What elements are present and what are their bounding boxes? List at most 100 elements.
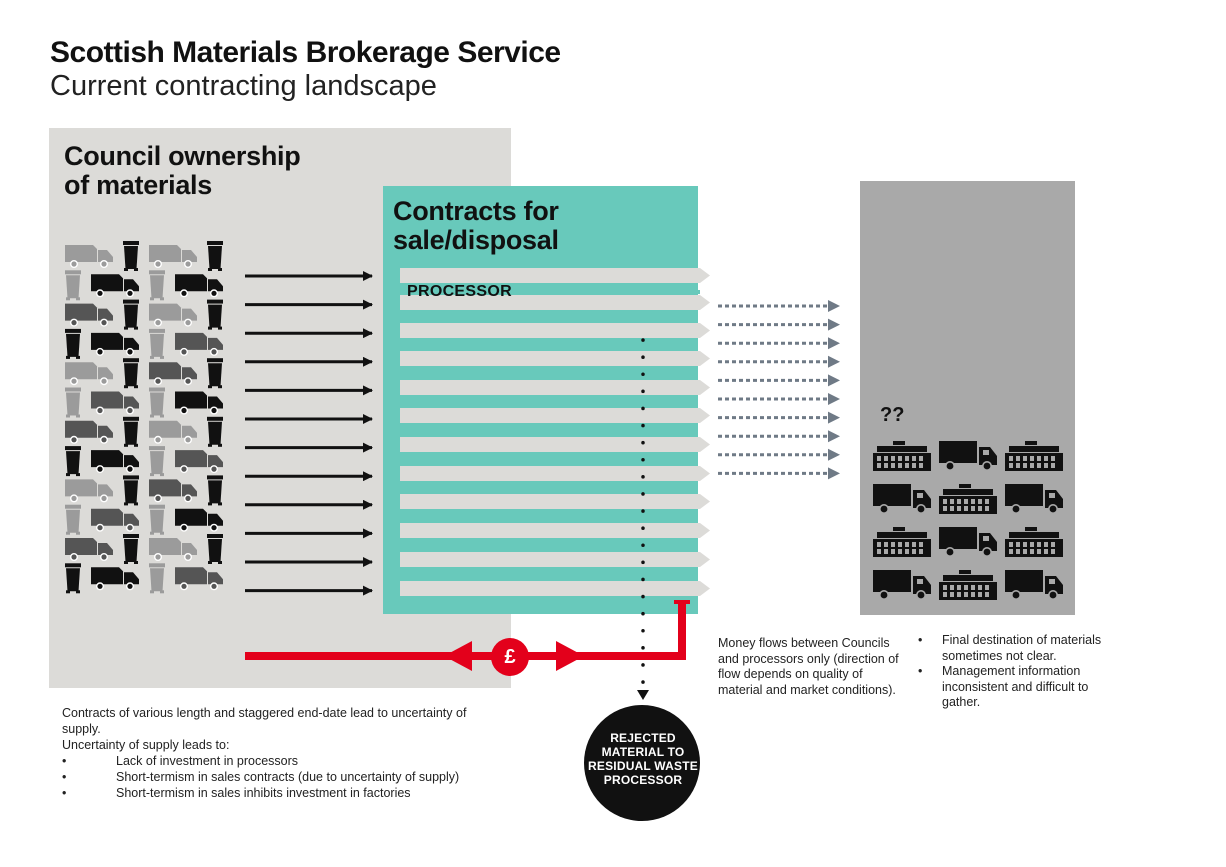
destination-note: Final destination of materials sometimes… <box>918 633 1128 664</box>
dotted-arrowhead <box>828 430 840 443</box>
wheelie-bin-icon <box>123 475 139 506</box>
wheelie-bin-icon <box>65 270 81 301</box>
rejected-label: REJECTED MATERIAL TO RESIDUAL WASTE PROC… <box>588 731 698 787</box>
council-heading: Council ownership of materials <box>64 141 301 200</box>
refuse-truck-icon <box>91 450 139 474</box>
processor-to-destination-arrows <box>718 300 840 480</box>
refuse-truck-icon <box>175 332 223 356</box>
money-arrow-left <box>444 641 472 671</box>
supply-bullet: Short-termism in sales contracts (due to… <box>62 769 502 785</box>
factory-icon <box>873 527 931 557</box>
pound-symbol: £ <box>504 646 516 668</box>
money-arrow-right <box>556 641 584 671</box>
wheelie-bin-icon <box>65 328 81 359</box>
factory-icon <box>873 441 931 471</box>
dotted-arrowhead <box>828 374 840 387</box>
wheelie-bin-icon <box>65 563 81 594</box>
supply-notes: Contracts of various length and staggere… <box>62 705 502 801</box>
contract-bar <box>400 552 710 567</box>
refuse-truck-icon <box>65 420 113 444</box>
wheelie-bin-icon <box>207 416 223 447</box>
contract-bar <box>400 466 710 481</box>
lorry-icon <box>1005 570 1063 600</box>
refuse-truck-icon <box>65 362 113 386</box>
wheelie-bin-icon <box>123 534 139 564</box>
refuse-truck-icon <box>91 391 139 415</box>
factory-icon <box>939 570 997 600</box>
refuse-truck-icon <box>149 538 197 561</box>
contract-bar <box>400 351 710 366</box>
rejected-circle <box>584 705 700 821</box>
refuse-truck-icon <box>149 303 197 327</box>
supply-note-intro: Contracts of various length and staggere… <box>62 706 467 736</box>
factory-icon <box>1005 441 1063 471</box>
dotted-arrowhead <box>828 467 840 480</box>
contract-bar <box>400 295 710 310</box>
refuse-truck-icon <box>175 450 223 474</box>
council-to-contract-arrows <box>245 271 373 596</box>
supply-bullet: Short-termism in sales inhibits investme… <box>62 785 502 801</box>
lorry-icon <box>873 570 931 600</box>
refuse-truck-icon <box>91 567 139 591</box>
refuse-truck-icon <box>149 479 197 503</box>
dotted-arrowhead <box>828 318 840 331</box>
wheelie-bin-icon <box>123 358 139 389</box>
supply-note-lead: Uncertainty of supply leads to: <box>62 738 230 752</box>
contracts-panel <box>383 186 698 614</box>
refuse-truck-icon <box>175 391 223 415</box>
council-icon-grid <box>65 241 223 594</box>
refuse-truck-icon <box>149 420 197 444</box>
supply-bullet: Lack of investment in processors <box>62 753 502 769</box>
wheelie-bin-icon <box>123 299 139 330</box>
contracts-heading: Contracts for sale/disposal <box>393 196 559 255</box>
processor-connector <box>522 290 700 294</box>
dotted-arrowhead <box>828 393 840 405</box>
wheelie-bin-icon <box>149 446 165 477</box>
destination-notes: Final destination of materials sometimes… <box>918 633 1128 711</box>
wheelie-bin-icon <box>149 328 165 359</box>
wheelie-bin-icon <box>149 563 165 594</box>
refuse-truck-icon <box>65 303 113 327</box>
wheelie-bin-icon <box>207 534 223 564</box>
refuse-truck-icon <box>175 274 223 298</box>
contract-bar <box>400 523 710 538</box>
page-subtitle: Current contracting landscape <box>50 70 437 102</box>
wheelie-bin-icon <box>65 387 81 418</box>
contract-bar <box>400 323 710 338</box>
contract-bars <box>400 268 710 596</box>
refuse-truck-icon <box>91 274 139 298</box>
wheelie-bin-icon <box>207 299 223 330</box>
refuse-truck-icon <box>175 567 223 591</box>
dotted-arrowhead <box>828 300 840 312</box>
refuse-truck-icon <box>65 538 113 561</box>
contract-bar <box>400 380 710 395</box>
wheelie-bin-icon <box>207 358 223 389</box>
dotted-arrowhead <box>828 355 840 368</box>
dotted-arrowhead <box>828 337 840 350</box>
wheelie-bin-icon <box>65 446 81 477</box>
refuse-truck-icon <box>91 508 139 532</box>
lorry-icon <box>873 484 931 514</box>
lorry-icon <box>939 527 997 557</box>
unknown-destination-marker: ?? <box>880 404 905 426</box>
money-flow-note: Money flows between Councils and process… <box>718 636 899 697</box>
wheelie-bin-icon <box>123 416 139 447</box>
dotted-arrowhead <box>828 448 840 461</box>
pound-coin <box>491 638 529 676</box>
lorry-icon <box>939 441 997 471</box>
factory-icon <box>1005 527 1063 557</box>
refuse-truck-icon <box>91 332 139 356</box>
lorry-icon <box>1005 484 1063 514</box>
wheelie-bin-icon <box>207 475 223 506</box>
destination-icon-grid <box>873 441 1063 600</box>
money-flow-line <box>245 600 690 676</box>
refuse-truck-icon <box>175 508 223 532</box>
contract-bar <box>400 268 710 283</box>
wheelie-bin-icon <box>123 241 139 271</box>
wheelie-bin-icon <box>149 387 165 418</box>
contract-bar <box>400 437 710 452</box>
refuse-truck-icon <box>65 245 113 268</box>
factory-icon <box>939 484 997 514</box>
processor-label: PROCESSOR <box>407 283 512 300</box>
